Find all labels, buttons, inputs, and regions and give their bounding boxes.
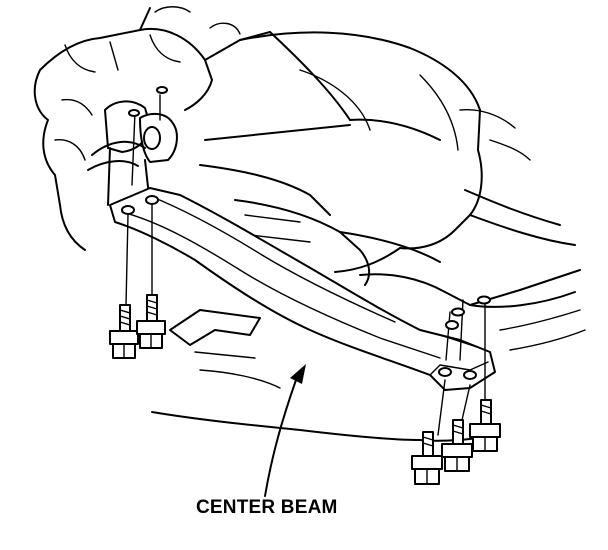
transmission-outline [239,31,576,273]
bolt-right-2 [441,419,473,472]
bolt-right-1 [411,431,443,485]
bolt-left-2 [136,294,166,349]
bolt-right-3 [469,399,501,452]
rear-mount-bracket [87,100,178,206]
center-beam [109,187,496,391]
bolt-left-1 [109,304,139,359]
callout-leader-arrow [264,364,306,497]
bolt-guide-lines [125,94,486,436]
body-floor-outline [151,269,586,442]
center-beam-label: CENTER BEAM [196,497,338,518]
bracket-washers [128,86,491,330]
oil-pan-outline [199,124,441,286]
